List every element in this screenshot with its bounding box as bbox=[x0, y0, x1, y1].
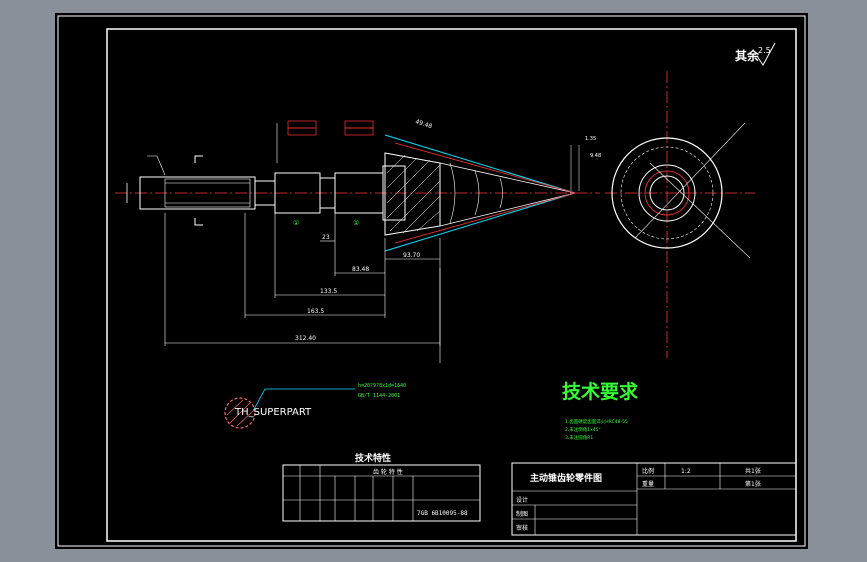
outer-circle bbox=[611, 137, 723, 249]
checker-label: 审核 bbox=[516, 524, 528, 532]
scale-label: 比例 bbox=[642, 467, 654, 475]
standard-code: 7GB 6B10095-88 bbox=[417, 510, 468, 517]
properties-frame bbox=[282, 464, 481, 522]
drawing-canvas: 其余 2.5 bbox=[57, 15, 806, 547]
section-leader bbox=[252, 388, 355, 412]
dim-total: 312.40 bbox=[295, 335, 316, 342]
tech-properties-table: 技术特性 齿 轮 特 性 7GB 6B10095-88 bbox=[282, 452, 481, 522]
seat-label-1: ① bbox=[293, 219, 299, 227]
tolerance-frame-2 bbox=[344, 120, 374, 136]
drafter-label: 制图 bbox=[516, 510, 528, 518]
superpart-label: TH_SUPERPART bbox=[234, 407, 312, 418]
dim-133: 133.5 bbox=[320, 288, 337, 295]
properties-header: 齿 轮 特 性 bbox=[373, 468, 403, 476]
weight-label: 重量 bbox=[642, 480, 654, 488]
root-line-lower bbox=[394, 192, 576, 244]
roughness-check-icon bbox=[756, 42, 776, 66]
end-view bbox=[605, 71, 755, 358]
roughness-symbol: 其余 2.5 bbox=[735, 42, 776, 66]
dim-163: 163.5 bbox=[307, 308, 324, 315]
section-mark-top bbox=[194, 155, 203, 163]
thread-inner bbox=[164, 178, 251, 208]
seat-label-2: ① bbox=[353, 219, 359, 227]
section-hatch bbox=[226, 399, 254, 427]
dim-49: 49.48 bbox=[414, 118, 433, 130]
tech-requirements: 技术要求 1.齿面硬度齿面淬火HRC48-55 2.未注倒角1x45° 3.未注… bbox=[562, 380, 639, 441]
diameter-leader-1 bbox=[634, 122, 746, 239]
dimension-lines bbox=[164, 213, 441, 363]
tech-properties-title: 技术特性 bbox=[355, 452, 391, 464]
diameter-leader-2 bbox=[649, 162, 751, 259]
angle-arc-2 bbox=[474, 170, 480, 216]
cone-line-upper bbox=[384, 134, 576, 194]
designer-label: 设计 bbox=[516, 496, 528, 504]
tech-requirements-title: 技术要求 bbox=[562, 380, 639, 403]
title-block-frame bbox=[511, 462, 797, 536]
properties-grid bbox=[283, 465, 480, 521]
angle-arc-3 bbox=[499, 177, 503, 209]
roughness-value: 2.5 bbox=[758, 46, 771, 55]
pitch-circle bbox=[620, 146, 714, 240]
scale-value: 1:2 bbox=[681, 468, 691, 475]
bore-circle bbox=[649, 175, 685, 211]
leader-chamfer bbox=[147, 155, 166, 176]
dim-tip2: 9.48 bbox=[590, 153, 601, 159]
tech-req-1: 1.齿面硬度齿面淬火HRC48-55 bbox=[565, 418, 628, 425]
dim-23: 23 bbox=[322, 234, 330, 241]
gear-hatching bbox=[386, 154, 441, 234]
shaft-view: ① ① bbox=[115, 118, 601, 363]
drawing-sheet: 其余 2.5 bbox=[55, 13, 808, 549]
title-block: 主动锥齿轮零件图 比例 1:2 共1张 重量 第1张 设计 制图 审核 bbox=[511, 462, 797, 536]
angle-arc-1 bbox=[449, 162, 456, 224]
title-block-grid bbox=[512, 463, 796, 535]
bore-red-circle bbox=[644, 170, 690, 216]
sheet-number: 第1张 bbox=[745, 480, 761, 488]
outer-frame bbox=[57, 15, 806, 547]
section-detail: TH_SUPERPART h=20?9?8x1d=1640 GB/T 1144-… bbox=[224, 383, 406, 429]
section-mark-bottom bbox=[194, 218, 203, 226]
gear-body bbox=[384, 152, 441, 236]
section-note-2: GB/T 1144-2001 bbox=[358, 393, 400, 399]
dim-tip: 1.35 bbox=[585, 136, 596, 142]
tech-req-3: 3.未注圆角R1 bbox=[565, 434, 593, 441]
dim-93: 93.70 bbox=[403, 252, 420, 259]
section-circle bbox=[224, 397, 256, 429]
tech-req-2: 2.未注倒角1x45° bbox=[565, 426, 601, 433]
cone-line-lower bbox=[384, 192, 576, 252]
part-title: 主动锥齿轮零件图 bbox=[530, 472, 602, 484]
pitch-line-upper bbox=[439, 162, 576, 194]
hub-circle bbox=[638, 164, 696, 222]
dim-83: 83.48 bbox=[352, 266, 369, 273]
root-line-upper bbox=[394, 142, 576, 194]
tolerance-frame-1 bbox=[276, 120, 317, 163]
roughness-note: 其余 bbox=[735, 48, 760, 63]
sheet-total: 共1张 bbox=[745, 467, 761, 475]
pitch-line-lower bbox=[439, 192, 576, 227]
inner-frame bbox=[106, 28, 797, 542]
section-note-1: h=20?9?8x1d=1640 bbox=[358, 383, 406, 389]
